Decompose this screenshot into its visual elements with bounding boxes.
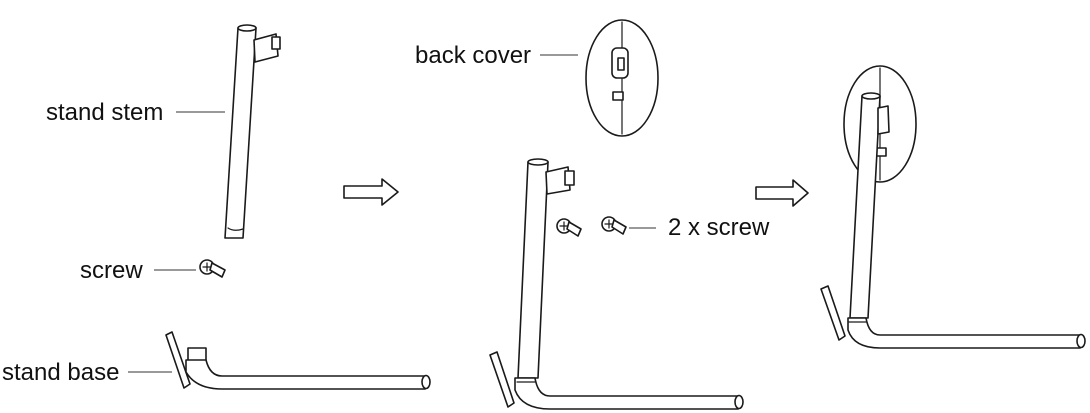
stand-base-label: stand base [2,359,119,386]
arrow-right-icon [755,179,809,207]
back-cover-label: back cover [415,42,531,69]
screw-icon [199,259,226,278]
screw-icon [556,218,582,237]
assembled-stand-part [820,92,1086,349]
step-1-parts: stand stem screw stand base [2,24,431,390]
screw-icon [601,216,627,235]
stand-stem-label: stand stem [46,99,163,126]
step-2-parts: back cover 2 x screw [415,19,770,410]
screw-label: screw [80,257,143,284]
back-cover-part [585,19,659,137]
step-3-parts [820,65,1086,349]
arrow-right-icon [343,178,399,206]
stand-stem-part [224,24,281,239]
stand-assembly-part [489,158,744,410]
stand-base-part [165,331,431,390]
two-screws-label: 2 x screw [668,214,770,241]
